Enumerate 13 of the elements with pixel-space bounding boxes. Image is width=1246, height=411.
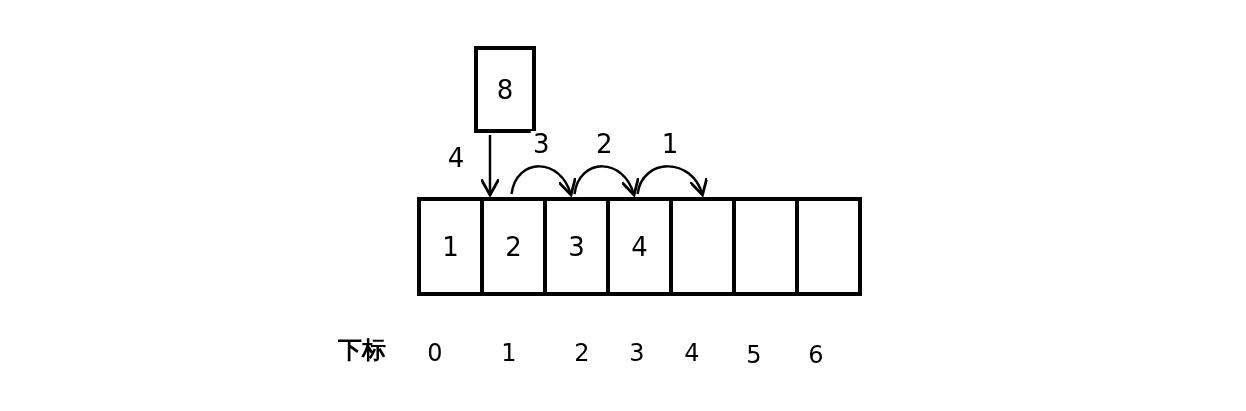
arrow — [510, 165, 576, 197]
index-label: 4 — [684, 339, 700, 367]
index-label: 0 — [427, 339, 443, 367]
arrow — [479, 135, 501, 197]
arrow — [636, 165, 707, 197]
index-label: 5 — [746, 341, 762, 369]
value-box: 8 — [474, 46, 536, 133]
row-title: 下标 — [338, 335, 386, 366]
index-label: 3 — [629, 339, 645, 367]
index-label: 2 — [574, 339, 590, 367]
index-label: 6 — [808, 341, 824, 369]
arrow — [573, 165, 639, 197]
index-label: 1 — [501, 339, 517, 367]
